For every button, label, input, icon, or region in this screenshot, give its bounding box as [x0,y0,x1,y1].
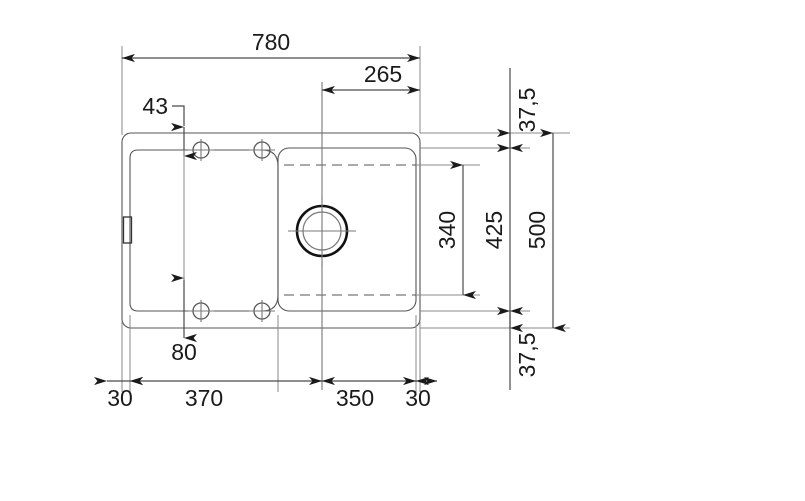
dim-label-left-30: 30 [107,385,133,411]
dim-bottom-margin-375: 37,5 [497,306,540,390]
tap-hole-top-left [188,139,214,161]
dim-left-edge-30: 30 [94,376,143,411]
dim-label-340: 340 [434,211,460,249]
dim-label-43: 43 [142,93,168,119]
dim-label-500: 500 [524,211,550,249]
dim-label-350: 350 [336,385,374,411]
dim-inner-height-425: 425 [481,143,523,316]
dim-bowl-width-350: 350 [322,376,416,411]
dim-label-425: 425 [481,211,507,249]
dim-hole-offset-43: 43 [142,93,197,161]
tap-hole-bottom-right [249,300,275,322]
dim-label-265: 265 [364,61,402,87]
dim-label-370: 370 [185,385,223,411]
tap-holes-group [188,139,275,322]
dim-drainer-width-370: 370 [130,376,322,411]
sink-body [121,132,430,329]
dim-offset-265: 265 [322,61,420,95]
dim-right-edge-30: 30 [405,376,437,411]
dim-label-right-30: 30 [405,385,431,411]
overflow-slot [122,216,133,244]
dim-overall-width-780: 780 [122,29,420,63]
dim-overall-height-500: 500 [524,128,566,333]
dim-label-780: 780 [252,29,290,55]
bowl-outline [277,147,417,312]
dim-label-bottom-375: 37,5 [514,333,540,378]
dim-hole-offset-80: 80 [171,150,197,365]
dim-top-margin-375: 37,5 [497,68,540,153]
dim-bowl-height-340: 340 [434,160,476,300]
dim-label-80: 80 [171,339,197,365]
drain-outlet [288,196,356,266]
sink-outer-outline [121,132,421,329]
dim-label-top-375: 37,5 [514,88,540,133]
tap-hole-bottom-left [188,300,214,322]
drainer-area [129,149,279,312]
tap-hole-top-right [249,139,275,161]
